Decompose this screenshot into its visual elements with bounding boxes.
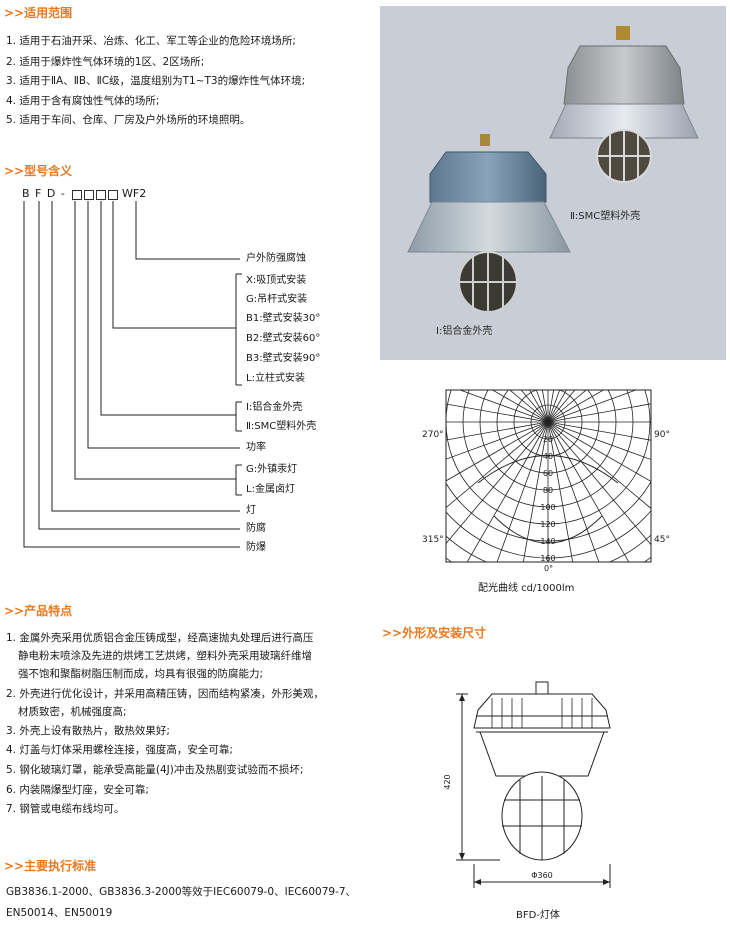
polar-grid-spoke [547, 421, 651, 482]
label-wf2: 户外防强腐蚀 [246, 253, 306, 264]
label-install-g: G:吊杆式安装 [246, 294, 308, 305]
label-lamp-l: L:金属卤灯 [246, 484, 295, 495]
polar-grid-spoke [547, 421, 651, 460]
lamp-illustrations [407, 26, 699, 313]
code-box-1 [72, 190, 82, 200]
label-install-b1: B1:壁式安装30° [246, 313, 321, 324]
feature-line: 3. 外壳上设有散热片，散热效果好; [6, 725, 170, 737]
polar-radial-label: 160 [540, 554, 555, 563]
label-lamp-g: G:外镇汞灯 [246, 464, 298, 475]
label-shell-1: Ⅰ:铝合金外壳 [246, 402, 303, 413]
polar-radial-label: 140 [540, 537, 555, 546]
applicability-item: 3. 适用于ⅡA、ⅡB、ⅡC级，温度组别为T1~T3的爆炸性气体环境; [6, 75, 306, 87]
polar-grid-spoke [547, 421, 651, 546]
label-lamp: 灯 [246, 505, 256, 516]
product-photo-panel: Ⅱ:SMC塑料外壳 Ⅰ:铝合金外壳 [380, 6, 726, 360]
polar-grid-spoke [509, 390, 549, 423]
label-install-l: L:立柱式安装 [246, 373, 305, 384]
applicability-heading: >>适用范围 [4, 6, 73, 20]
standards-line: EN50014、EN50019 [6, 907, 113, 919]
feature-line: 6. 内装隔爆型灯座，安全可靠; [6, 784, 149, 796]
polar-radial-label: 80 [543, 486, 553, 495]
feature-line: 1. 金属外壳采用优质铝合金压铸成型，经高速抛丸处理后进行高压 [6, 632, 314, 644]
feature-line: 5. 钢化玻璃灯罩，能承受高能量(4J)冲击及热剧变试验而不损坏; [6, 764, 304, 776]
polar-radial-label: 40 [543, 452, 553, 461]
feature-line: 静电粉末喷涂及先进的烘烤工艺烘烤，塑料外壳采用玻璃纤维增 [18, 650, 312, 662]
polar-grid-spoke [547, 390, 587, 423]
polar-grid-spoke [522, 421, 549, 562]
polar-grid-spoke [466, 421, 549, 562]
applicability-item: 2. 适用于爆炸性气体环境的1区、2区场所; [6, 56, 205, 68]
dimensions-heading: >>外形及安装尺寸 [382, 626, 487, 640]
code-box-4 [108, 190, 118, 200]
model-bracket-lines [23, 201, 242, 548]
applicability-item: 4. 适用于含有腐蚀性气体的场所; [6, 95, 160, 107]
standards-line: GB3836.1-2000、GB3836.3-2000等效于IEC60079-0… [6, 886, 357, 898]
standards-heading: >>主要执行标准 [4, 859, 97, 873]
polar-angle-90: 90° [654, 430, 670, 440]
polar-grid-spoke [547, 390, 638, 423]
feature-line: 7. 钢管或电缆布线均可。 [6, 803, 125, 815]
photo-label-aluminium: Ⅰ:铝合金外壳 [436, 326, 493, 337]
polar-grid-spoke [446, 403, 549, 423]
polar-grid-spoke [446, 421, 549, 482]
label-install-x: X:吸顶式安装 [246, 275, 307, 286]
label-explosion: 防爆 [246, 542, 266, 553]
polar-angle-270: 270° [422, 430, 444, 440]
polar-grid-spoke [491, 390, 549, 423]
polar-angle-0: 0° [544, 564, 553, 573]
feature-line: 2. 外壳进行优化设计，并采用高精压铸，因而结构紧凑，外形美观， [6, 688, 324, 700]
feature-line: 强不饱和聚酯树脂压制而成，均具有很强的防腐能力; [18, 668, 264, 680]
polar-radial-label: 60 [543, 469, 553, 478]
polar-grid-spoke [547, 390, 605, 423]
polar-grid-spoke [446, 421, 549, 545]
polar-grid-spoke [496, 421, 549, 562]
label-install-b3: B3:壁式安装90° [246, 353, 321, 364]
polar-radial-label: 120 [540, 520, 555, 529]
polar-distribution-diagram: 20 40 60 80 100 120 140 160 270° 90° 315° 45° 0… [422, 389, 670, 573]
dimension-drawing: 420 Φ360 [443, 681, 611, 888]
model-heading: >>型号含义 [4, 164, 73, 178]
polar-grid-spoke [547, 421, 630, 562]
polar-grid-spoke [547, 421, 600, 562]
dimensions-caption: BFD-灯体 [516, 910, 560, 921]
polar-angle-45: 45° [654, 535, 670, 545]
polar-grid-spoke [547, 421, 651, 441]
applicability-item: 5. 适用于车间、仓库、厂房及户外场所的环境照明。 [6, 114, 251, 126]
polar-radial-label: 20 [543, 435, 553, 444]
model-code-prefix: B F D - [22, 187, 66, 200]
aluminium-lamp-illustration [407, 134, 571, 313]
label-shell-2: Ⅱ:SMC塑料外壳 [246, 421, 317, 432]
feature-line: 4. 灯盖与灯体采用螺栓连接，强度高，安全可靠; [6, 744, 233, 756]
label-anticorrosion: 防腐 [246, 523, 266, 534]
label-install-b2: B2:壁式安装60° [246, 333, 321, 344]
model-code-suffix: WF2 [122, 187, 147, 200]
polar-caption: 配光曲线 cd/1000lm [478, 583, 575, 594]
code-box-3 [96, 190, 106, 200]
feature-line: 材质致密，机械强度高; [18, 706, 127, 718]
polar-grid-spoke [446, 421, 549, 460]
polar-radial-label: 100 [540, 503, 555, 512]
dimension-height: 420 [443, 774, 452, 789]
polar-grid-spoke [446, 421, 549, 509]
label-power: 功率 [246, 442, 266, 453]
polar-grid-spoke [458, 390, 549, 423]
photo-label-smc: Ⅱ:SMC塑料外壳 [570, 211, 641, 222]
polar-grid-spoke [547, 421, 651, 509]
code-box-2 [84, 190, 94, 200]
smc-lamp-illustration [549, 26, 699, 183]
polar-grid-spoke [547, 421, 574, 562]
applicability-item: 1. 适用于石油开采、冶炼、化工、军工等企业的危险环境场所; [6, 35, 296, 47]
polar-grid-spoke [547, 403, 651, 423]
dimension-diameter: Φ360 [531, 871, 553, 880]
polar-angle-315: 315° [422, 535, 444, 545]
features-heading: >>产品特点 [4, 604, 73, 618]
polar-grid-spoke [446, 421, 549, 441]
